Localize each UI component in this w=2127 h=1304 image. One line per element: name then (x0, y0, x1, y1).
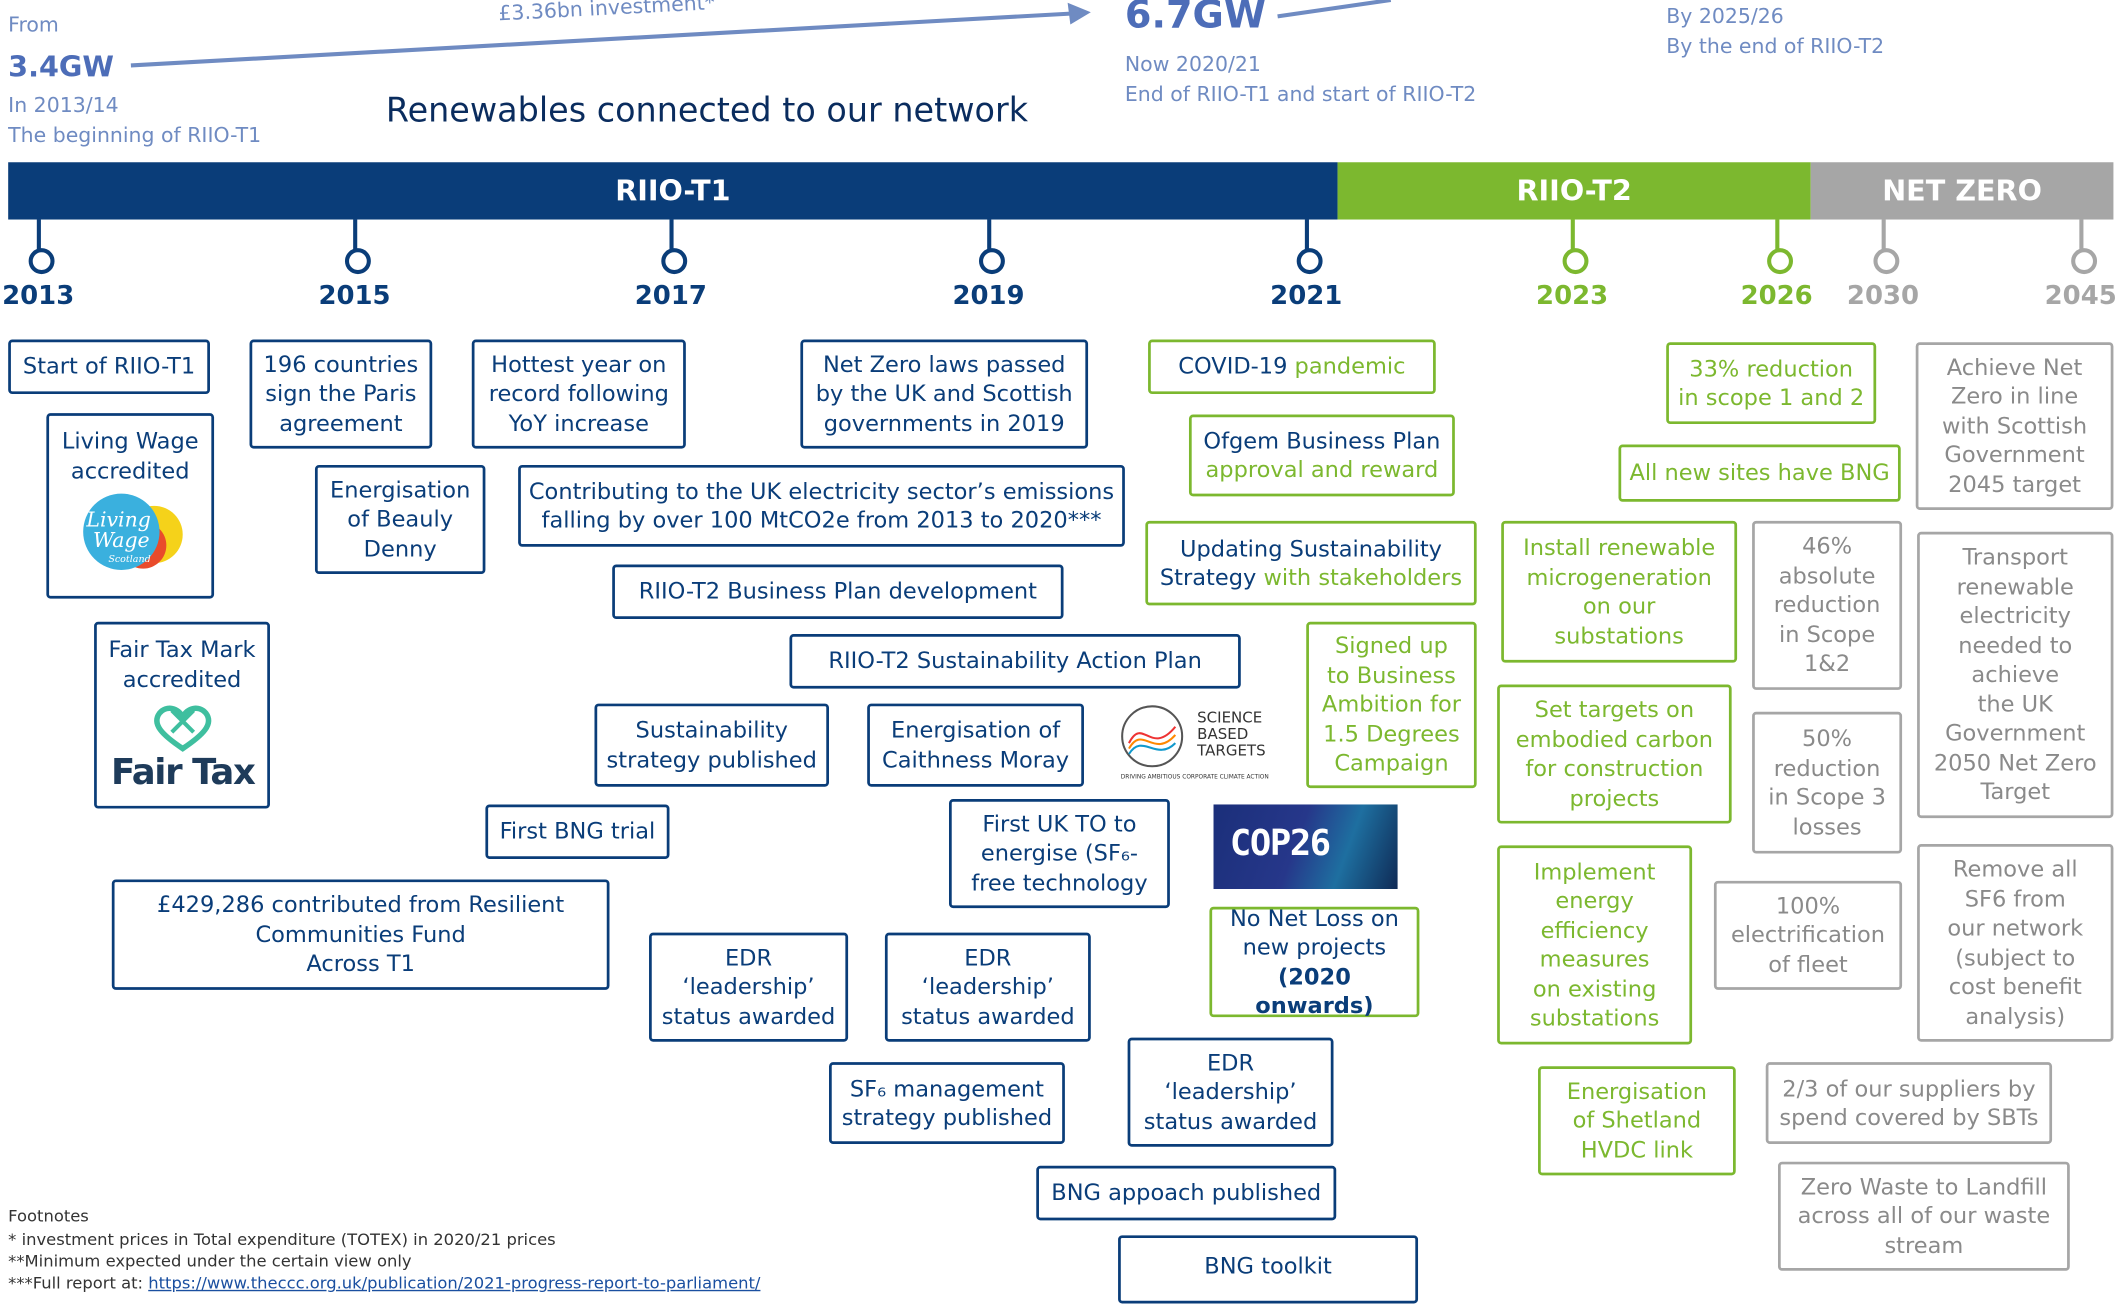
living-wage-logo: Living Wage Scotland (82, 493, 183, 570)
living-wage-box: Living Wage accredited Living Wage Scotl… (46, 413, 215, 599)
year-2045: 2045 (2044, 280, 2117, 311)
riio-t2-business-plan-box: RIIO-T2 Business Plan development (612, 564, 1064, 620)
page-title: Renewables connected to our network (385, 89, 1029, 130)
reduction-33-box: 33% reduction in scope 1 and 2 (1666, 342, 1877, 425)
now-desc: End of RIIO-T1 and start of RIIO-T2 (1124, 81, 1477, 107)
remove-sf6-box: Remove all SF6 from our network (subject… (1917, 844, 2114, 1042)
year-2017: 2017 (634, 280, 707, 311)
hottest-box: Hottest year on record following YoY inc… (471, 339, 686, 449)
year-2021: 2021 (1270, 280, 1343, 311)
fair-tax-logo: Fair Tax (110, 705, 257, 789)
resilient-communities-box: £429,286 contributed from Resilient Comm… (111, 879, 610, 990)
tick-2019 (987, 219, 992, 250)
tick-2030 (1881, 219, 1886, 250)
svg-text:Fair Tax: Fair Tax (110, 752, 255, 789)
shetland-box: Energisation of Shetland HVDC link (1538, 1066, 1736, 1176)
year-2015: 2015 (318, 280, 391, 311)
tick-2021 (1304, 219, 1309, 250)
bng-all-sites-box: All new sites have BNG (1618, 444, 1901, 502)
sbt-logo-text: SCIENCE BASED TARGETS (1197, 709, 1266, 760)
marker-2023 (1562, 248, 1589, 275)
suppliers-box: 2/3 of our suppliers by spend covered by… (1765, 1062, 2053, 1144)
marker-2017 (661, 248, 688, 275)
future-desc: By the end of RIIO-T2 (1666, 34, 1885, 59)
year-2023: 2023 (1536, 280, 1609, 311)
riio-t2-sap-box: RIIO-T2 Sustainability Action Plan (789, 634, 1241, 689)
sustainability-strategy-box: Sustainability strategy published (594, 703, 830, 787)
emissions-box: Contributing to the UK electricity secto… (518, 464, 1125, 547)
svg-text:Wage: Wage (92, 528, 149, 552)
edr-box-2: EDR ‘leadership’ status awarded (884, 932, 1091, 1042)
transport-box: Transport renewable electricity needed t… (1917, 531, 2114, 819)
cop26-logo: COP26 (1213, 804, 1398, 890)
absolute-46-box: 46% absolute reduction in Scope 1&2 (1752, 520, 1903, 690)
sf6-free-box: First UK TO to energise (SF₆- free techn… (948, 799, 1170, 909)
fleet-box: 100% electrification of fleet (1713, 880, 1903, 990)
tick-2015 (353, 219, 358, 250)
svg-text:Scotland: Scotland (108, 554, 150, 565)
achieve-net-zero-box: Achieve Net Zero in line with Scottish G… (1915, 342, 2114, 510)
future-when: By 2025/26 (1666, 4, 1784, 29)
marker-2019 (978, 248, 1005, 275)
no-net-loss-box: No Net Loss on new projects(2020 onwards… (1209, 905, 1420, 1019)
scope3-50-box: 50% reduction in Scope 3 losses (1752, 711, 1903, 854)
zero-waste-box: Zero Waste to Landfill across all of our… (1778, 1161, 2070, 1271)
net-zero-laws-box: Net Zero laws passed by the UK and Scott… (800, 339, 1089, 449)
band-net-zero: NET ZERO (1810, 162, 2114, 220)
from-value: 3.4GW (8, 50, 115, 84)
marker-2026 (1767, 248, 1794, 275)
ccc-report-link[interactable]: https://www.theccc.org.uk/publication/20… (148, 1273, 761, 1293)
paris-box: 196 countries sign the Paris agreement (249, 339, 433, 449)
science-based-targets-logo: SCIENCE BASED TARGETS DRIVING AMBITIOUS … (1118, 699, 1275, 786)
marker-2013 (28, 248, 55, 275)
install-renewable-box: Install renewable microgeneration on our… (1501, 520, 1738, 663)
tick-2045 (2079, 219, 2084, 250)
now-when: Now 2020/21 (1124, 51, 1261, 77)
caithness-box: Energisation of Caithness Moray (867, 703, 1084, 787)
edr-box-1: EDR ‘leadership’ status awarded (649, 932, 849, 1042)
fair-tax-box: Fair Tax Mark accredited Fair Tax (94, 621, 270, 809)
cop26-logo-text: COP26 (1229, 823, 1331, 865)
sbt-tagline: DRIVING AMBITIOUS CORPORATE CLIMATE ACTI… (1120, 774, 1269, 782)
band-riio-t2: RIIO-T2 (1337, 162, 1811, 220)
now-value: 6.7GW (1124, 0, 1266, 37)
tick-2017 (669, 219, 674, 250)
tick-2026 (1775, 219, 1780, 250)
year-2030: 2030 (1846, 280, 1920, 311)
year-2026: 2026 (1740, 280, 1813, 311)
marker-2045 (2071, 248, 2098, 275)
footnote-2: **Minimum expected under the certain vie… (8, 1251, 412, 1271)
first-bng-trial-box: First BNG trial (485, 804, 670, 860)
embodied-carbon-box: Set targets on embodied carbon for const… (1497, 684, 1732, 824)
from-when: In 2013/14 (8, 92, 119, 118)
bng-toolkit-box: BNG toolkit (1118, 1235, 1419, 1304)
from-desc: The beginning of RIIO-T1 (8, 122, 262, 148)
energy-efficiency-box: Implement energy efficiency measures on … (1497, 845, 1693, 1045)
footnote-1: * investment prices in Total expenditure… (8, 1229, 556, 1249)
band-riio-t1: RIIO-T1 (8, 162, 1338, 220)
svg-text:Living: Living (85, 507, 150, 531)
year-2019: 2019 (952, 280, 1025, 311)
marker-2021 (1296, 248, 1323, 275)
from-label: From (8, 12, 59, 37)
business-ambition-box: Signed up to Business Ambition for 1.5 D… (1306, 621, 1477, 789)
footnotes-title: Footnotes (8, 1206, 89, 1226)
edr-box-3: EDR ‘leadership’ status awarded (1127, 1037, 1334, 1147)
growth-arrow (130, 0, 1392, 68)
marker-2030 (1873, 248, 1900, 275)
marker-2015 (344, 248, 371, 275)
bng-approach-box: BNG appoach published (1036, 1165, 1337, 1221)
tick-2023 (1570, 219, 1575, 250)
footnote-3: ***Full report at: https://www.theccc.or… (8, 1273, 761, 1293)
sf6-management-box: SF₆ management strategy published (829, 1062, 1065, 1144)
covid-box: COVID-19 pandemic (1148, 339, 1436, 395)
beauly-box: Energisation of Beauly Denny (314, 464, 486, 575)
start-riio-t1-box: Start of RIIO-T1 (8, 339, 210, 395)
tick-2013 (36, 219, 41, 250)
year-2013: 2013 (2, 280, 75, 311)
